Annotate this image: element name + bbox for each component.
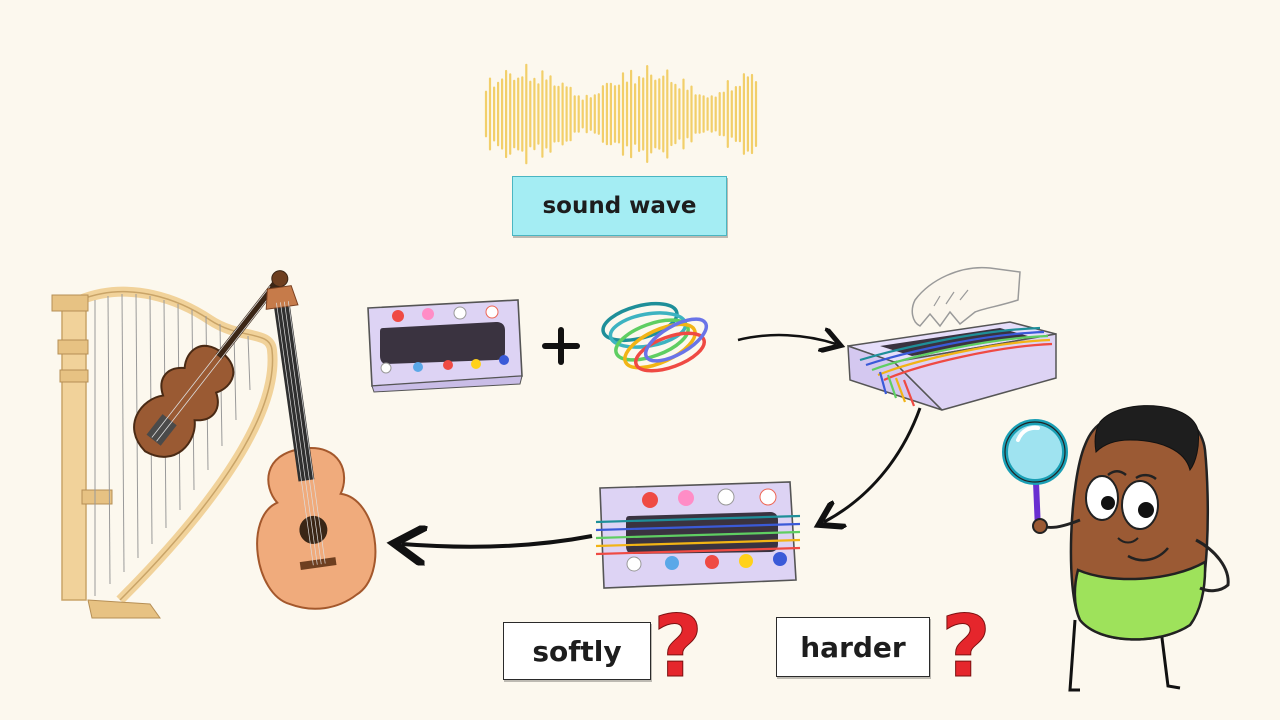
arrow-down-left (824, 407, 922, 522)
tissue-box-result-icon (595, 481, 801, 589)
question-mark-icon: ? (941, 597, 992, 698)
harder-label: harder (776, 617, 930, 677)
svg-text:?: ? (653, 597, 703, 697)
svg-text:?: ? (941, 597, 991, 697)
guitar-icon (256, 285, 377, 610)
magnifying-glass-icon (1002, 419, 1068, 533)
question-mark-icon: ? (653, 597, 704, 698)
arrow-left (402, 536, 593, 547)
arrow-right (737, 335, 836, 344)
softly-label: softly (503, 622, 651, 680)
tissue-box-strings-icon (847, 321, 1057, 411)
violin-icon (133, 270, 289, 458)
tissue-box-icon (367, 299, 523, 393)
rubber-bands-icon (601, 301, 709, 373)
cartoon-character (1032, 405, 1230, 692)
harp-icon (51, 286, 278, 619)
sound-wave-icon (484, 63, 758, 165)
sound-wave-label: sound wave (512, 176, 727, 236)
hand-plucking-icon (911, 266, 1021, 328)
plus-icon (542, 327, 580, 365)
